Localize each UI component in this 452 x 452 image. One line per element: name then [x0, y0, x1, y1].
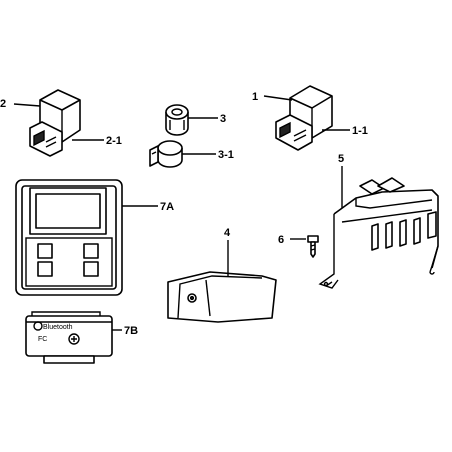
bluetooth-brand-text: Bluetooth	[43, 324, 73, 331]
callout-4: 4	[224, 227, 231, 239]
callout-3-1: 3-1	[218, 149, 234, 161]
callout-2-1: 2-1	[106, 135, 122, 147]
bluetooth-icon	[33, 321, 43, 331]
leader-line-1	[263, 95, 293, 101]
callout-2: 2	[0, 98, 6, 110]
part-3-1-cap	[149, 140, 183, 168]
fc-mark-text: FC	[38, 336, 47, 343]
part-2-connector	[29, 89, 81, 157]
leader-line-2	[13, 103, 41, 107]
part-4-cover	[167, 271, 277, 323]
callout-1: 1	[252, 91, 258, 103]
part-7b-bluetooth-module: Bluetooth FC	[25, 311, 113, 364]
part-6-screw	[307, 235, 319, 258]
callout-6: 6	[278, 234, 284, 246]
part-7a-module	[15, 179, 123, 296]
part-3-cap	[165, 104, 189, 136]
callout-5: 5	[338, 153, 344, 165]
part-1-connector	[275, 85, 333, 151]
callout-3: 3	[220, 113, 226, 125]
certification-icon	[68, 333, 80, 345]
part-5-bracket	[318, 177, 439, 289]
callout-7b: 7B	[124, 325, 138, 337]
callout-7a: 7A	[160, 201, 174, 213]
callout-1-1: 1-1	[352, 125, 368, 137]
